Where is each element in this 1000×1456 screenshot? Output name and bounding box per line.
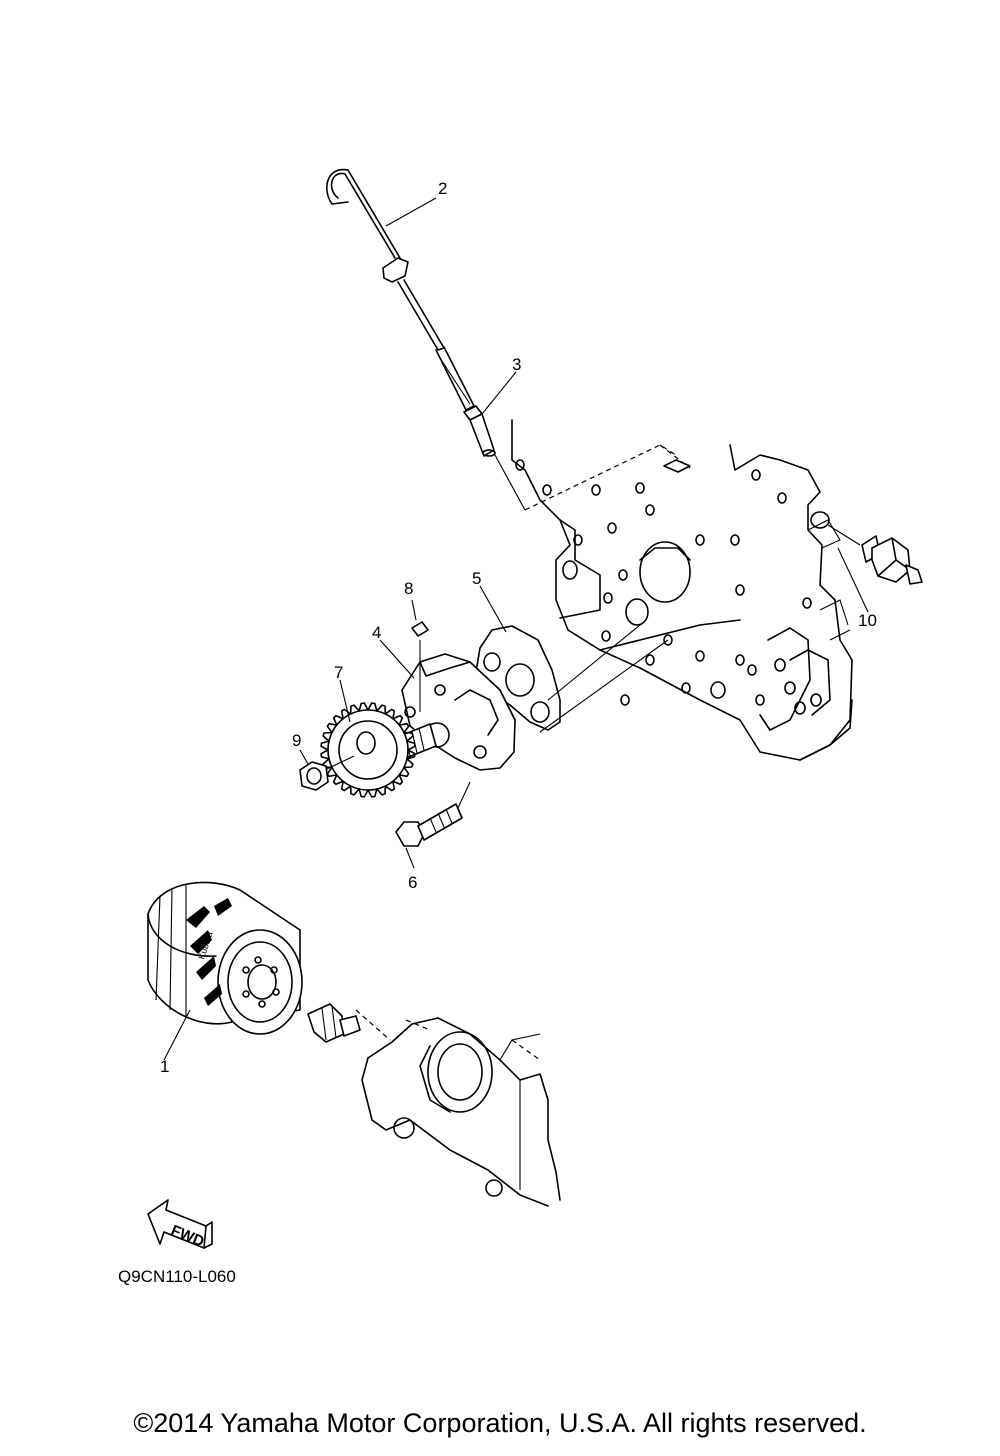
part-label-1: 1 bbox=[160, 1057, 169, 1076]
part-label-6: 6 bbox=[408, 873, 417, 892]
part-label-2: 2 bbox=[438, 179, 447, 198]
part-label-9: 9 bbox=[292, 731, 301, 750]
part-label-10: 10 bbox=[858, 611, 877, 630]
drive-gear bbox=[320, 702, 416, 798]
copyright-notice: ©2014 Yamaha Motor Corporation, U.S.A. A… bbox=[133, 1408, 867, 1438]
drawing-code: Q9CN110-L060 bbox=[118, 1267, 236, 1286]
filter-union-bolt bbox=[307, 1003, 361, 1043]
crankcase-housing bbox=[355, 1009, 561, 1207]
oil-pressure-switch bbox=[827, 524, 923, 585]
part-label-8: 8 bbox=[404, 579, 413, 598]
leader-lines bbox=[163, 197, 869, 1061]
oil-filter: Kubota bbox=[147, 881, 303, 1035]
pump-bolt bbox=[395, 781, 471, 847]
part-label-4: 4 bbox=[372, 623, 381, 642]
gear-nut bbox=[299, 755, 355, 791]
fwd-arrow: FWD bbox=[147, 1199, 213, 1251]
woodruff-key bbox=[411, 621, 429, 712]
engine-block-outline bbox=[494, 419, 853, 761]
dipstick bbox=[326, 168, 475, 411]
part-label-7: 7 bbox=[334, 663, 343, 682]
part-label-5: 5 bbox=[472, 569, 481, 588]
gasket bbox=[475, 624, 669, 733]
part-label-3: 3 bbox=[512, 355, 521, 374]
dipstick-guide bbox=[463, 405, 496, 457]
part-labels: 1 2 3 4 5 6 7 8 9 10 bbox=[160, 179, 877, 1076]
